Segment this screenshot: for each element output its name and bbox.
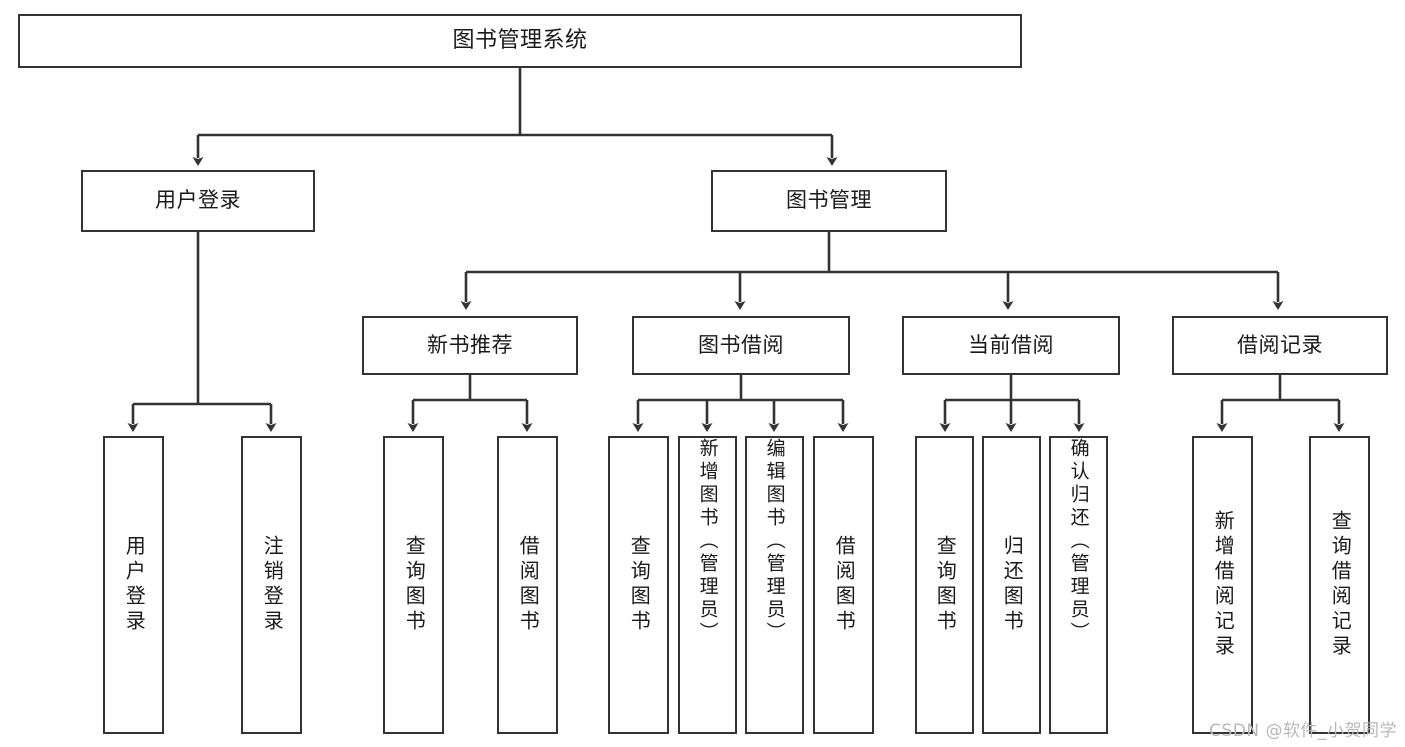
leaf-book-borrow-add[interactable]: 新增图书（管理员） (678, 436, 737, 734)
node-label: 查询图书 (933, 535, 958, 635)
node-label: 借阅图书 (516, 535, 541, 635)
node-label: 新增借阅记录 (1211, 510, 1236, 660)
leaf-new-book-query[interactable]: 查询图书 (383, 436, 444, 734)
node-label: 当前借阅 (968, 332, 1054, 357)
leaf-book-borrow-query[interactable]: 查询图书 (608, 436, 669, 734)
leaf-book-borrow-edit[interactable]: 编辑图书（管理员） (745, 436, 804, 734)
node-new-book-recommend[interactable]: 新书推荐 (362, 316, 578, 375)
node-label: 归还图书 (1000, 535, 1025, 635)
node-label: 编辑图书（管理员） (763, 438, 786, 645)
leaf-user-login-login[interactable]: 用户登录 (103, 436, 164, 734)
node-label: 新书推荐 (427, 332, 513, 357)
leaf-borrow-record-add[interactable]: 新增借阅记录 (1192, 436, 1253, 734)
node-label: 查询图书 (402, 535, 427, 635)
node-current-borrow[interactable]: 当前借阅 (902, 316, 1120, 375)
leaf-new-book-borrow[interactable]: 借阅图书 (497, 436, 558, 734)
node-root-system[interactable]: 图书管理系统 (18, 14, 1022, 68)
node-book-borrow[interactable]: 图书借阅 (632, 316, 850, 375)
leaf-current-borrow-query[interactable]: 查询图书 (915, 436, 974, 734)
node-label: 图书借阅 (698, 332, 784, 357)
node-book-manage[interactable]: 图书管理 (711, 170, 947, 232)
node-label: 用户登录 (155, 188, 241, 213)
node-label: 查询借阅记录 (1328, 510, 1353, 660)
node-label: 借阅图书 (832, 535, 857, 635)
leaf-current-borrow-confirm-return[interactable]: 确认归还（管理员） (1049, 436, 1108, 734)
node-user-login[interactable]: 用户登录 (81, 170, 315, 232)
node-borrow-record[interactable]: 借阅记录 (1172, 316, 1388, 375)
leaf-user-login-logout[interactable]: 注销登录 (241, 436, 302, 734)
node-label: 注销登录 (260, 535, 285, 635)
csdn-watermark: CSDN @软件_小贺同学 (1209, 721, 1397, 741)
node-label: 用户登录 (122, 535, 147, 635)
node-label: 新增图书（管理员） (696, 438, 719, 645)
leaf-borrow-record-query[interactable]: 查询借阅记录 (1309, 436, 1370, 734)
leaf-current-borrow-return[interactable]: 归还图书 (982, 436, 1041, 734)
node-label: 查询图书 (627, 535, 652, 635)
node-label: 确认归还（管理员） (1067, 438, 1090, 645)
leaf-book-borrow-borrow[interactable]: 借阅图书 (813, 436, 874, 734)
node-label: 图书管理 (786, 188, 872, 213)
node-label: 图书管理系统 (452, 27, 588, 53)
node-label: 借阅记录 (1237, 332, 1323, 357)
